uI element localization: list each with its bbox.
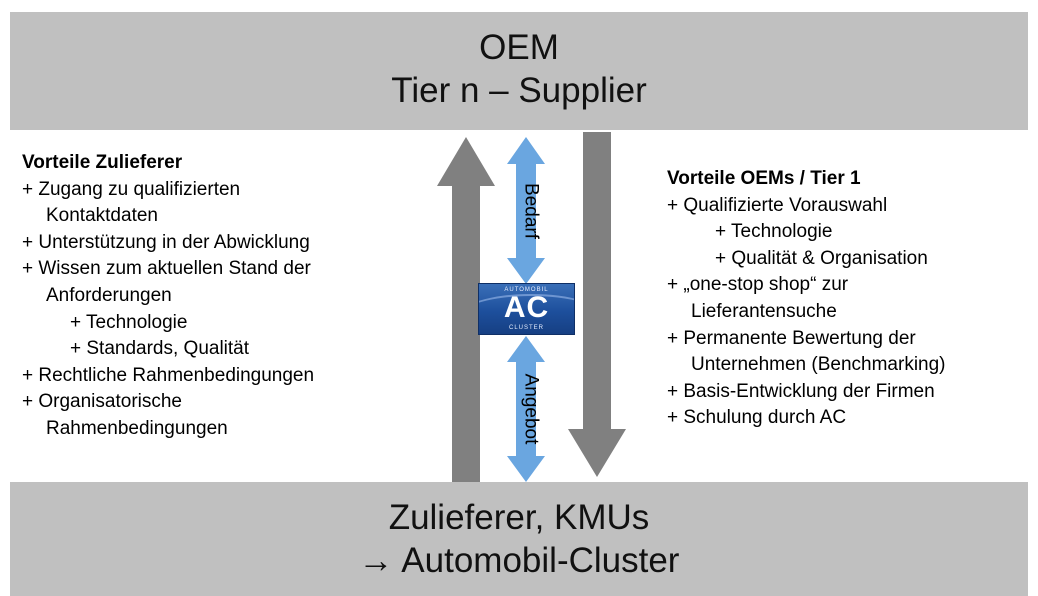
left-column-supplier-benefits: Vorteile Zulieferer + Zugang zu qualifiz… bbox=[22, 150, 314, 443]
logo-mark: AC bbox=[503, 291, 550, 324]
blue-double-arrow-upper bbox=[507, 137, 545, 284]
left-list-item: Kontaktdaten bbox=[46, 205, 158, 227]
right-list-item: + Basis-Entwicklung der Firmen bbox=[667, 380, 935, 402]
right-list-item: Unternehmen (Benchmarking) bbox=[691, 354, 946, 376]
left-list-subitem: + Technologie bbox=[70, 311, 188, 333]
right-list-item: + Permanente Bewertung der bbox=[667, 327, 916, 349]
left-column-title: Vorteile Zulieferer bbox=[22, 152, 183, 173]
right-list-item: + Schulung durch AC bbox=[667, 407, 847, 429]
left-list-item: Rahmenbedingungen bbox=[46, 417, 228, 439]
left-list-item: + Unterstützung in der Abwicklung bbox=[22, 231, 310, 253]
left-list-item: + Organisatorische bbox=[22, 391, 182, 413]
top-band-oem: OEM Tier n – Supplier bbox=[10, 12, 1028, 130]
gray-up-arrow bbox=[437, 137, 495, 482]
automobil-cluster-logo: AUTOMOBIL AC CLUSTER bbox=[478, 283, 575, 335]
bottom-band-title: Zulieferer, KMUs bbox=[388, 498, 650, 537]
top-band-subtitle: Tier n – Supplier bbox=[391, 71, 647, 110]
right-list-item: + „one-stop shop“ zur bbox=[667, 274, 849, 296]
gray-down-arrow bbox=[568, 132, 626, 477]
logo-swoosh bbox=[479, 294, 574, 334]
bottom-band-subtitle: → Automobil-Cluster bbox=[358, 541, 680, 580]
left-list-item: + Rechtliche Rahmenbedingungen bbox=[22, 364, 315, 386]
bedarf-label: Bedarf bbox=[521, 183, 542, 240]
right-list-item: Lieferantensuche bbox=[691, 300, 837, 322]
right-column-oem-benefits: Vorteile OEMs / Tier 1 + Qualifizierte V… bbox=[667, 166, 946, 432]
blue-double-arrow-lower bbox=[507, 336, 545, 482]
left-list-subitem: + Standards, Qualität bbox=[70, 338, 250, 360]
logo-small-top: AUTOMOBIL bbox=[504, 287, 549, 293]
left-list-item: + Zugang zu qualifizierten bbox=[22, 178, 241, 200]
right-list-item: + Qualifizierte Vorauswahl bbox=[667, 194, 888, 216]
bottom-band-suppliers: Zulieferer, KMUs → Automobil-Cluster bbox=[10, 482, 1028, 596]
left-list-item: Anforderungen bbox=[46, 284, 172, 306]
logo-small-bottom: CLUSTER bbox=[508, 325, 544, 331]
top-band-title: OEM bbox=[479, 28, 559, 67]
right-list-subitem: + Technologie bbox=[715, 221, 833, 243]
left-list-item: + Wissen zum aktuellen Stand der bbox=[22, 258, 311, 280]
angebot-label: Angebot bbox=[521, 374, 542, 446]
right-list-subitem: + Qualität & Organisation bbox=[715, 247, 928, 269]
right-column-title: Vorteile OEMs / Tier 1 bbox=[667, 168, 861, 189]
